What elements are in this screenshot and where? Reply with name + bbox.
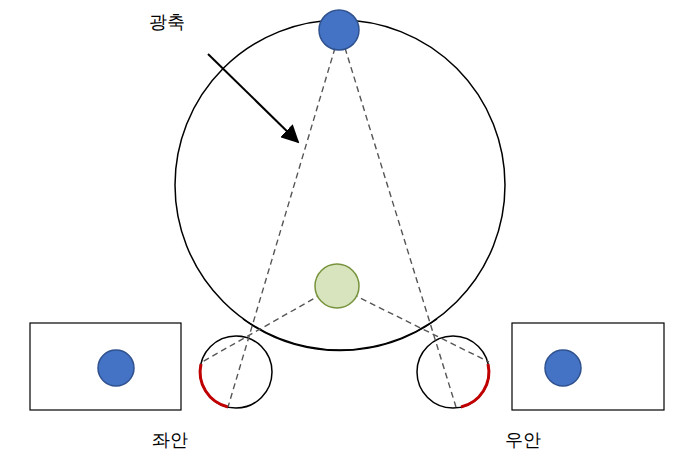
near-target	[315, 264, 359, 308]
horopter-circle	[175, 20, 505, 350]
right-image-dot	[545, 350, 581, 386]
axis-label: 광축	[149, 11, 185, 33]
right-retina	[461, 364, 489, 407]
right-optical-axis	[345, 48, 456, 407]
far-target	[319, 10, 359, 50]
leader-arrow	[208, 54, 298, 142]
left-optical-axis	[228, 48, 335, 407]
right-visual-line	[352, 294, 489, 362]
left-eye	[200, 336, 272, 408]
left-retina	[200, 364, 228, 407]
left-image-panel	[30, 323, 181, 410]
left-image-dot	[98, 350, 134, 386]
right-image-panel	[512, 323, 664, 410]
eye-label: 우안	[505, 429, 541, 451]
horopter-arc	[243, 319, 437, 351]
left-visual-line	[202, 294, 322, 362]
eye-label: 좌안	[152, 429, 188, 451]
